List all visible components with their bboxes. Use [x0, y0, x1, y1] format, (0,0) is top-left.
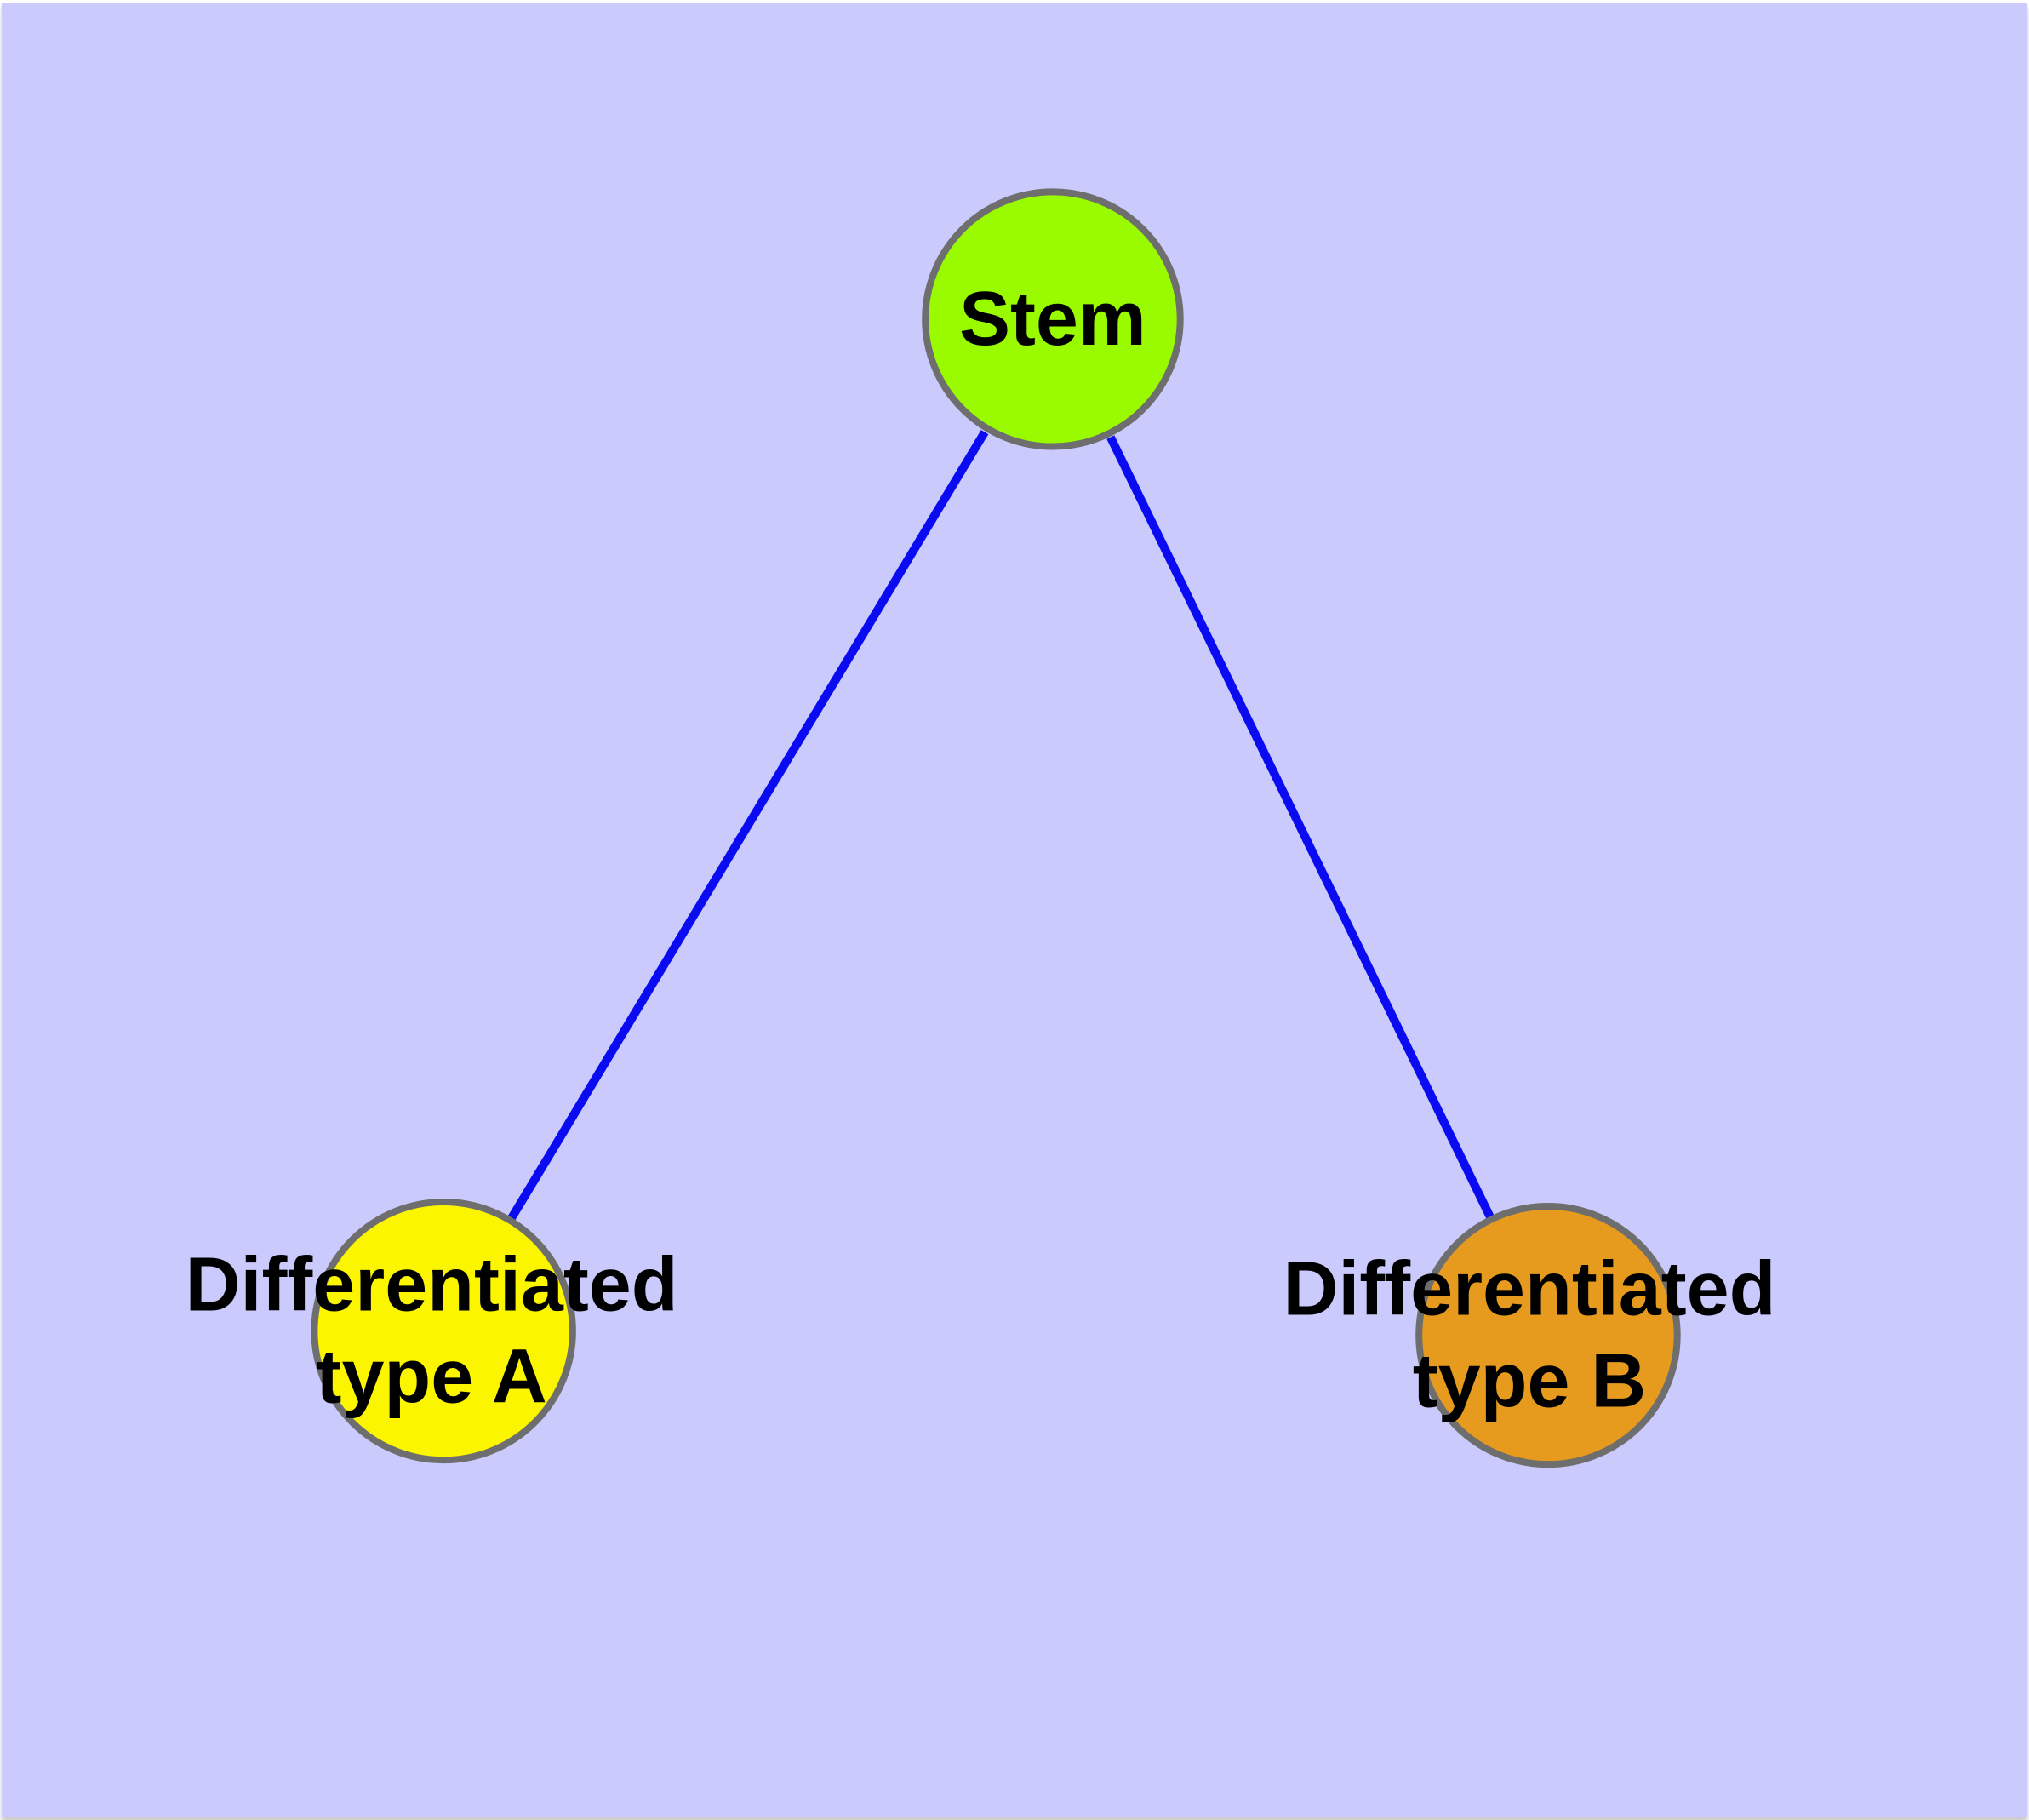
edge-stem-to-differentiated-type-b — [1106, 435, 1495, 1220]
nodes-layer — [311, 188, 1681, 1468]
node-label-stem: Stem — [959, 277, 1146, 362]
node-differentiated-type-b — [1415, 1203, 1681, 1468]
node-label-line: type A — [317, 1334, 547, 1419]
node-label-line: Stem — [959, 277, 1146, 362]
node-differentiated-type-a — [311, 1199, 576, 1464]
node-label-line: type B — [1413, 1338, 1647, 1423]
node-label-line: Differentiated — [186, 1243, 678, 1328]
node-label-line: Differentiated — [1283, 1247, 1775, 1332]
edges-layer — [507, 430, 1495, 1221]
edge-stem-to-differentiated-type-a — [507, 430, 989, 1221]
node-stem — [922, 188, 1184, 450]
